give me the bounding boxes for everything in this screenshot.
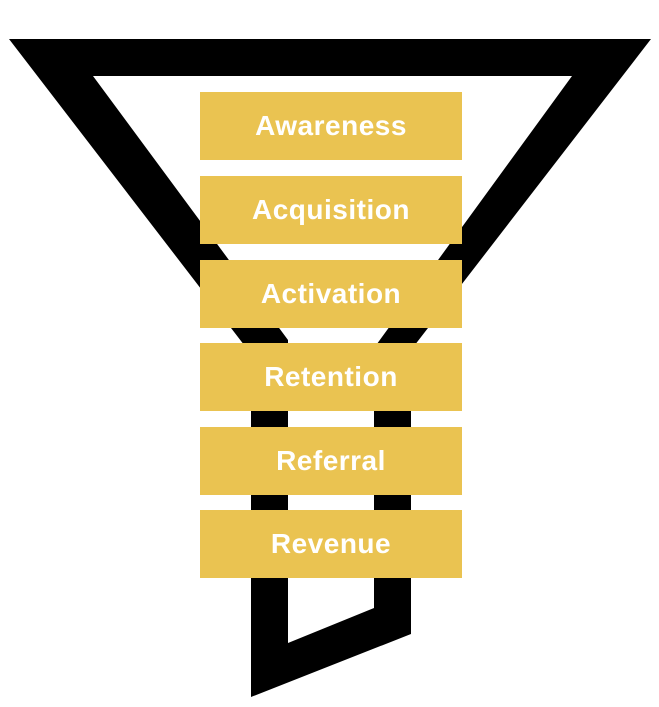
funnel-stage-label: Revenue xyxy=(270,528,392,559)
funnel-outline-shape xyxy=(9,39,651,697)
funnel-stage-label: Awareness xyxy=(255,110,407,141)
funnel-stage-label: Acquisition xyxy=(252,194,410,225)
funnel-stage-referral: Referral xyxy=(200,427,462,495)
funnel-stage-label: Referral xyxy=(276,445,386,476)
funnel-stage-label: Retention xyxy=(264,361,398,392)
funnel-stage-acquisition: Acquisition xyxy=(200,176,462,244)
funnel-stage-retention: Retention xyxy=(200,343,462,411)
funnel-stage-awareness: Awareness xyxy=(200,92,462,160)
funnel-stage-label: Activation xyxy=(260,278,402,309)
funnel-stage-revenue: Revenue xyxy=(200,510,462,578)
funnel-stage-activation: Activation xyxy=(200,260,462,328)
